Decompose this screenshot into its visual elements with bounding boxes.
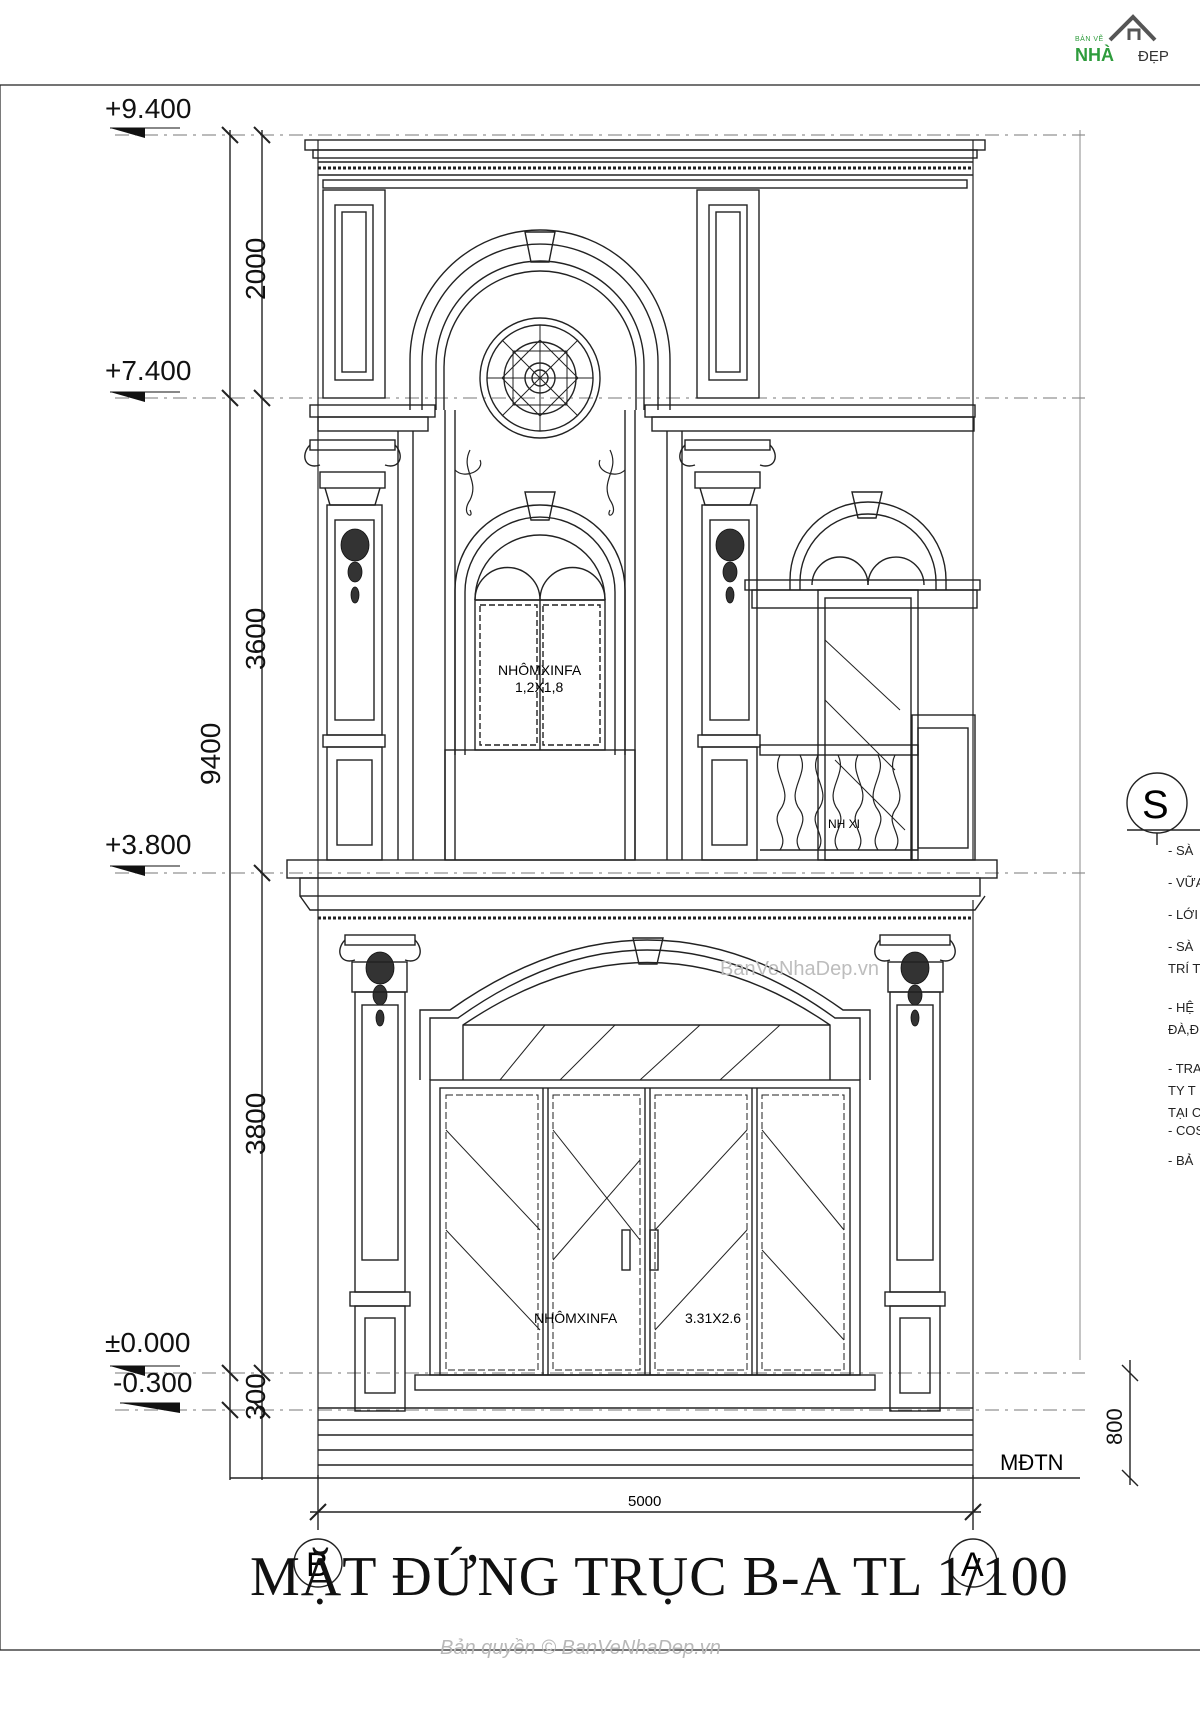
- dim-5000: 5000: [628, 1493, 661, 1510]
- door-brand-label: NHÔMXINFA: [534, 1310, 618, 1326]
- dim-9400: 9400: [195, 723, 226, 785]
- axis-a-label: A: [961, 1546, 984, 1584]
- drawing-title: MẶT ĐỨNG TRỤC B-A TL 1/100: [250, 1546, 1069, 1608]
- door-size-label: 3.31X2.6: [685, 1310, 741, 1326]
- note-line: TY T: [1168, 1083, 1196, 1098]
- note-line: - SÀ: [1168, 939, 1194, 954]
- note-line: TẠI C: [1168, 1105, 1200, 1120]
- level-9400: +9.400: [105, 93, 191, 124]
- level-3800: +3.800: [105, 829, 191, 860]
- note-line: - SÀ: [1168, 843, 1194, 858]
- note-line: - BẢ: [1168, 1153, 1194, 1168]
- note-line: - COS: [1168, 1123, 1200, 1138]
- dim-300: 300: [240, 1373, 271, 1420]
- dim-3800: 3800: [240, 1093, 271, 1155]
- level-minus-0300: -0.300: [113, 1367, 192, 1398]
- copyright-text: Bản quyền © BanVeNhaDep.vn: [440, 1637, 721, 1659]
- section-symbol: S: [1142, 783, 1169, 827]
- note-line: - HỆ: [1168, 1000, 1194, 1015]
- watermark-text: BanVeNhaDep.vn: [720, 958, 880, 980]
- note-line: - VỮA: [1168, 875, 1200, 890]
- house-icon: [1108, 14, 1157, 42]
- window-size-label: 1,2X1,8: [515, 679, 563, 695]
- logo-tagline: BẢN VẼ: [1075, 36, 1104, 43]
- note-line: TRÍ T: [1168, 961, 1200, 976]
- dim-800: 800: [1102, 1408, 1127, 1445]
- level-0000: ±0.000: [105, 1327, 190, 1358]
- note-line: - TRA: [1168, 1061, 1200, 1076]
- window-brand-label: NHÔMXINFA: [498, 662, 582, 678]
- logo-name: NHÀ: [1075, 45, 1114, 65]
- note-line: - LỚI: [1168, 907, 1198, 922]
- logo-suffix: ĐẸP: [1138, 48, 1169, 65]
- dim-3600: 3600: [240, 608, 271, 670]
- level-7400: +7.400: [105, 355, 191, 386]
- site-logo: BẢN VẼ NHÀ ĐẸP: [1075, 12, 1195, 70]
- dim-2000: 2000: [240, 238, 271, 300]
- balcony-label: NH XI: [828, 817, 860, 831]
- natural-ground-label: MĐTN: [1000, 1450, 1064, 1475]
- axis-b-label: B: [306, 1546, 329, 1584]
- note-line: ĐÀ,Đ: [1168, 1022, 1199, 1037]
